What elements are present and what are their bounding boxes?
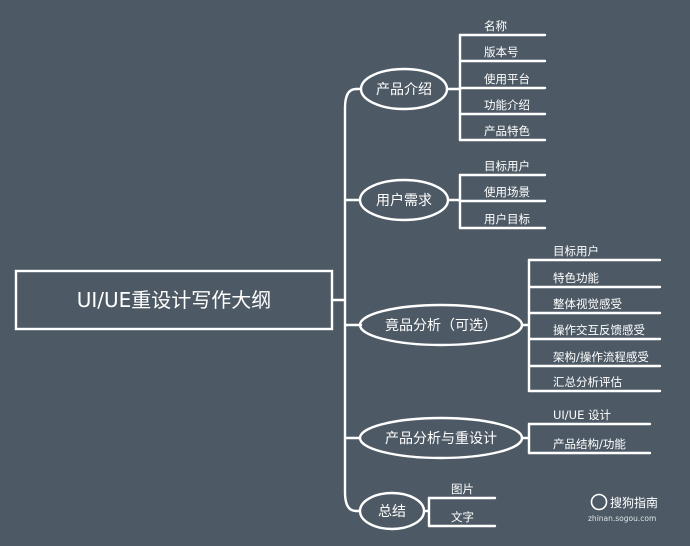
branch-label-product-analysis: 产品分析与重设计: [385, 431, 497, 447]
watermark-url: zhinan.sogou.com: [588, 514, 656, 523]
bracket-summary: [422, 496, 431, 528]
leaf-label: 目标用户: [553, 244, 599, 258]
bracket-user-needs: [446, 173, 462, 230]
leaf-lines-product-analysis: [527, 422, 652, 455]
bracket-intro: [445, 33, 462, 142]
sogou-logo-icon: [590, 493, 608, 511]
leaf-label: 整体视觉感受: [553, 297, 622, 311]
leaf-lines-intro: [458, 33, 547, 142]
leaf-label: 架构/操作流程感受: [553, 350, 649, 364]
branch-label-user-needs: 用户需求: [376, 192, 432, 209]
leaf-lines-summary: [427, 496, 497, 528]
leaf-label: 版本号: [484, 45, 519, 59]
leaf-label: 目标用户: [484, 159, 530, 173]
leaf-label: 功能介绍: [484, 98, 530, 112]
branch-label-summary: 总结: [378, 504, 406, 520]
leaf-label: 特色功能: [553, 271, 599, 285]
leaf-label: 操作交互反馈感受: [553, 323, 645, 337]
leaf-label: 文字: [451, 510, 474, 524]
leaf-label: 产品结构/功能: [553, 437, 626, 451]
leaf-label: 使用场景: [484, 185, 530, 199]
leaf-label: 用户目标: [484, 212, 530, 226]
root-label: UI/UE重设计写作大纲: [77, 288, 272, 312]
leaf-lines-user-needs: [458, 173, 547, 230]
branch-label-intro: 产品介绍: [376, 82, 432, 98]
bracket-product-analysis: [520, 422, 531, 455]
leaf-label: 产品特色: [484, 124, 530, 138]
leaf-lines-competitor: [527, 258, 662, 393]
leaf-label: 汇总分析评估: [553, 375, 622, 389]
bracket-competitor: [520, 258, 531, 393]
leaf-label: UI/UE 设计: [553, 408, 612, 422]
watermark-brand: 搜狗指南: [610, 495, 658, 510]
leaf-label: 名称: [484, 19, 507, 33]
spine-line: [343, 87, 358, 513]
branch-label-competitor: 竟品分析（可选）: [385, 318, 497, 334]
leaf-label: 图片: [451, 482, 474, 496]
leaf-label: 使用平台: [484, 72, 530, 86]
